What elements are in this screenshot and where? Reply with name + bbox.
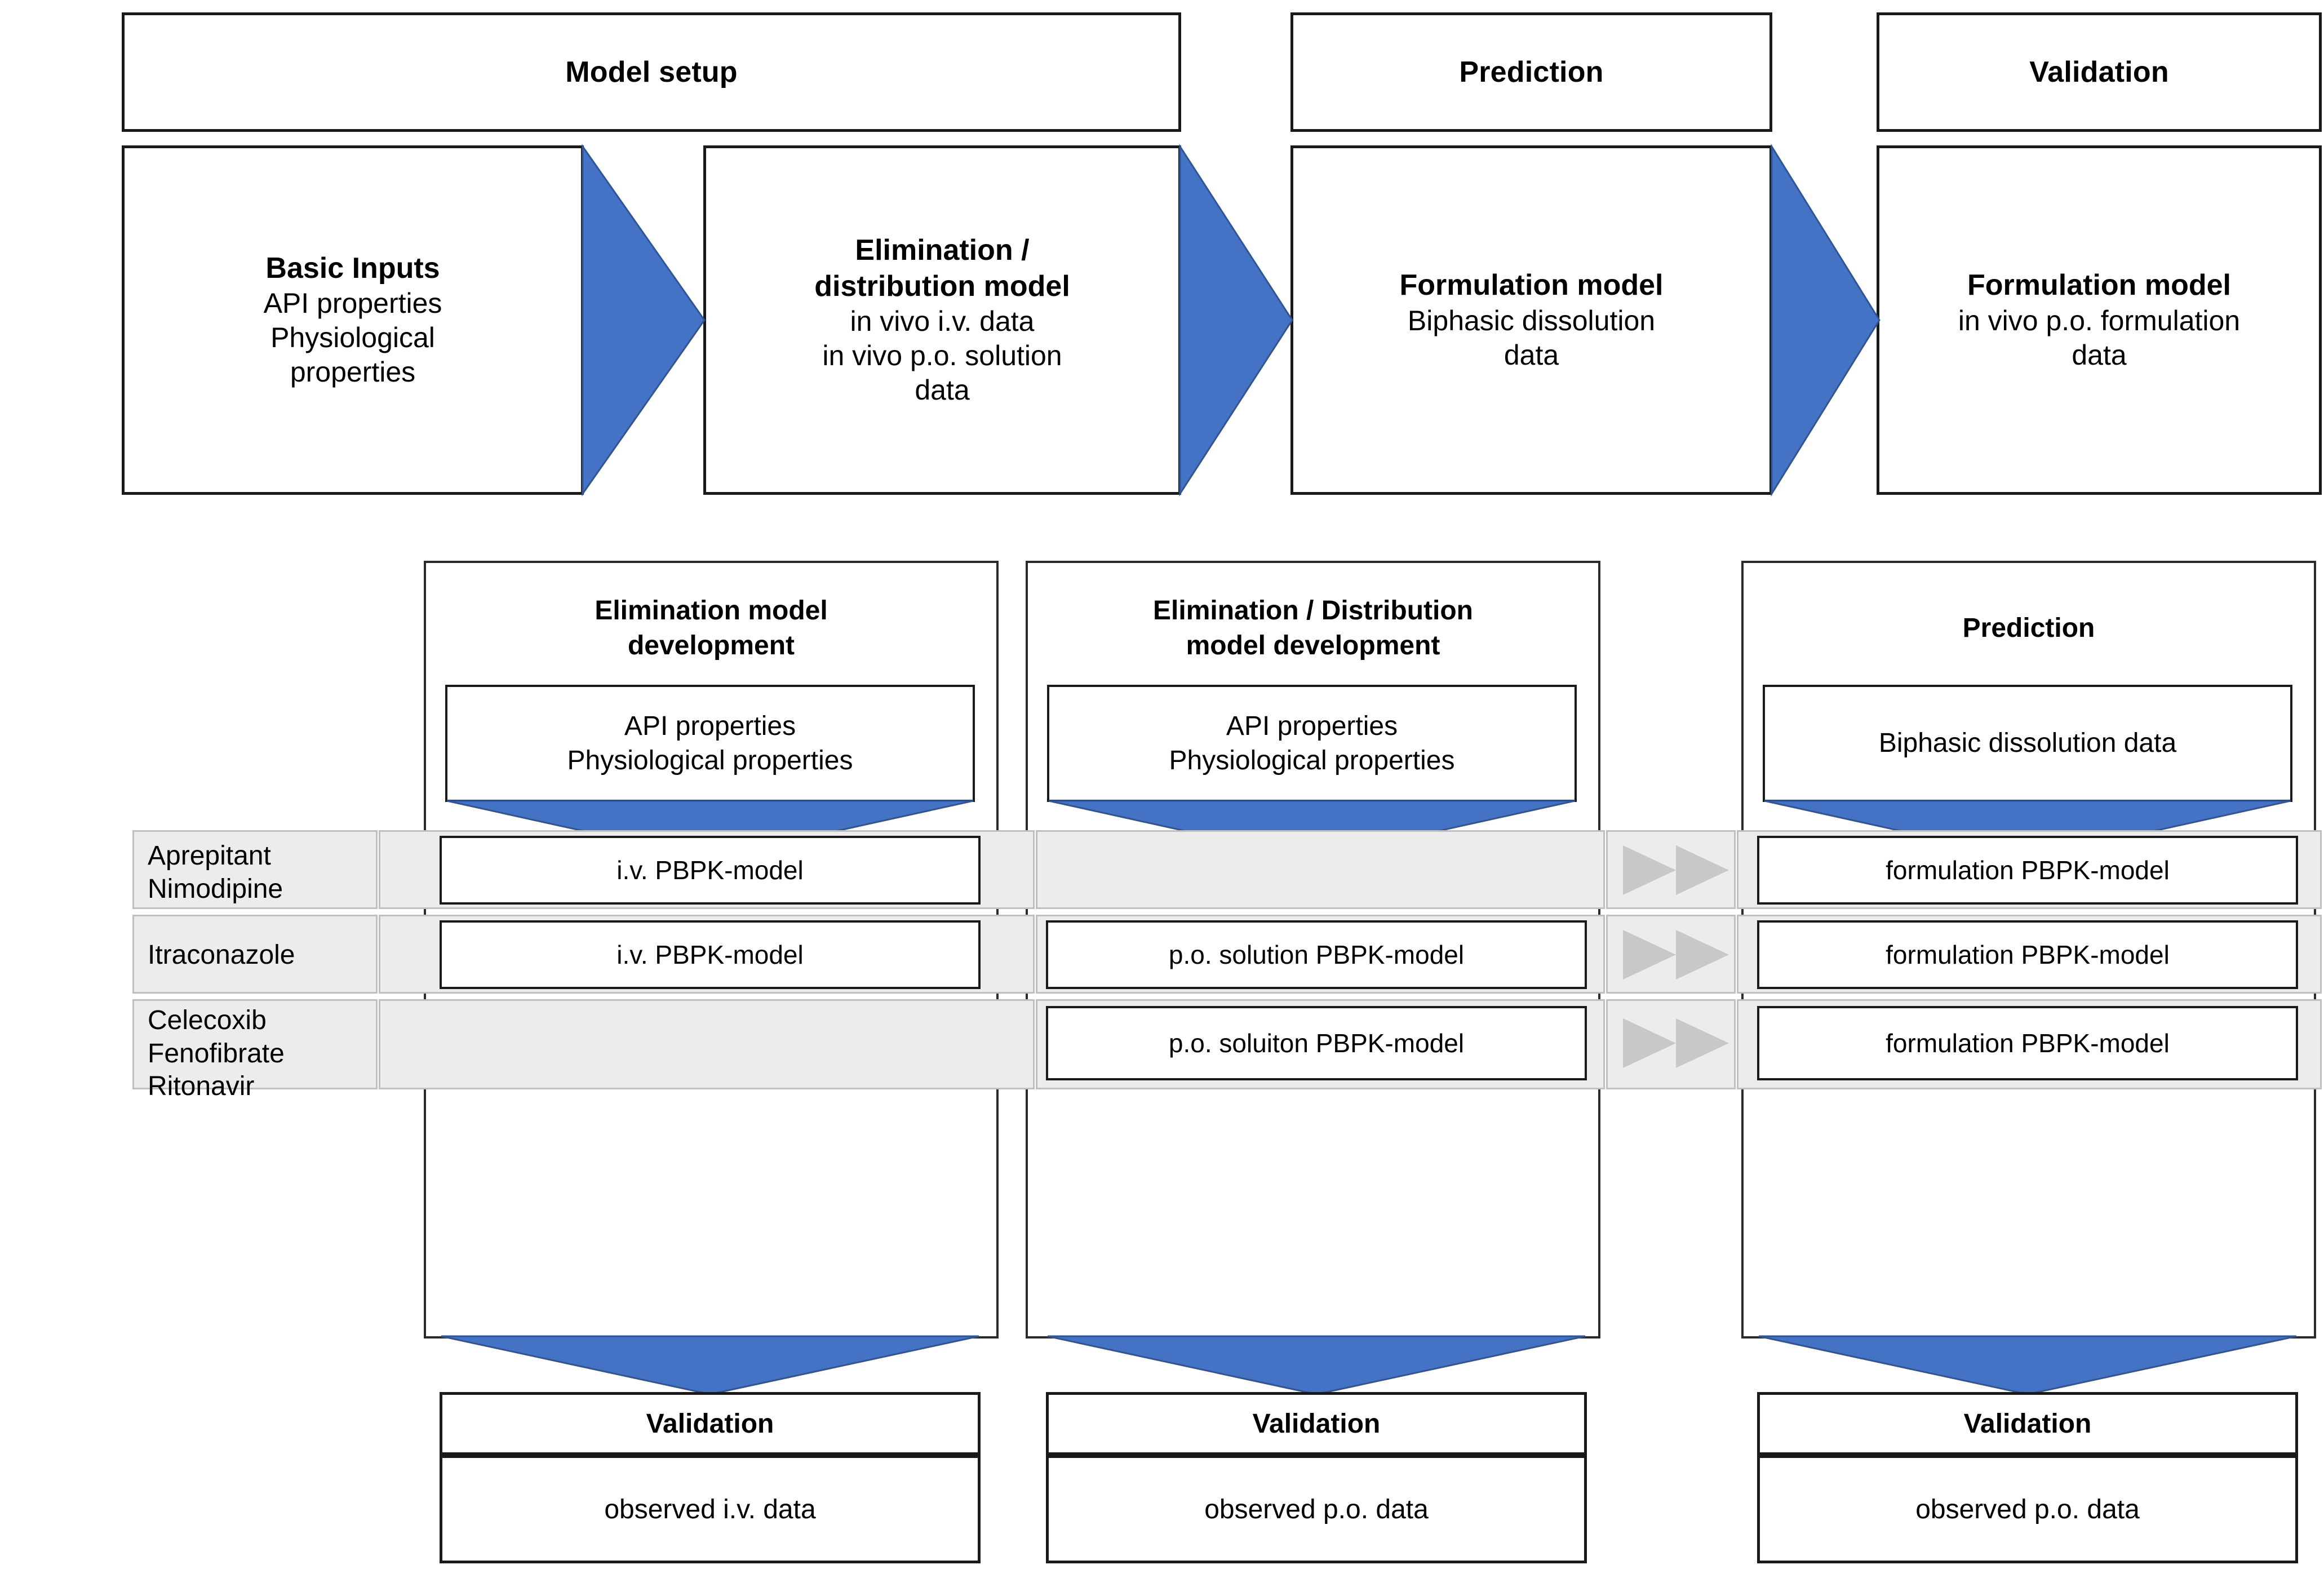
panel-a-step-elimination-distribution: Elimination / distribution model in vivo… xyxy=(703,145,1181,495)
panel-a-stage-header-prediction: Prediction xyxy=(1290,12,1772,132)
panel-b-validation-body-distribution: observed p.o. data xyxy=(1046,1455,1587,1563)
stage-header-label: Model setup xyxy=(565,56,738,88)
step-line: properties xyxy=(290,356,416,388)
validation-header-label: Validation xyxy=(1963,1408,2092,1439)
table-row-label-cell: Itraconazole xyxy=(132,915,378,994)
column-header-line: Elimination / Distribution xyxy=(1153,595,1473,626)
column-header-line: Elimination model xyxy=(595,595,828,626)
validation-body-label: observed p.o. data xyxy=(1204,1494,1429,1524)
panel-b-validation-header-elimination: Validation xyxy=(440,1392,981,1455)
double-chevron-right-icon xyxy=(1623,845,1729,895)
panel-b-validation-body-elimination: observed i.v. data xyxy=(440,1455,981,1563)
step-title: Basic Inputs xyxy=(265,251,440,285)
panel-b-validation-body-prediction: observed p.o. data xyxy=(1757,1455,2298,1563)
cell-label: i.v. PBPK-model xyxy=(617,856,804,885)
table-row-cell-distribution xyxy=(1036,830,1605,909)
table-cell-box-elimination: i.v. PBPK-model xyxy=(440,836,981,905)
input-line: API properties xyxy=(1226,711,1398,741)
right-arrow-icon xyxy=(582,144,706,497)
row-label-line: Celecoxib xyxy=(148,1005,267,1035)
input-line: Physiological properties xyxy=(567,746,853,775)
panel-b-input-box-prediction: Biphasic dissolution data xyxy=(1763,685,2292,802)
panel-b-validation-header-distribution: Validation xyxy=(1046,1392,1587,1455)
step-line: Biphasic dissolution xyxy=(1407,304,1656,336)
step-line: in vivo i.v. data xyxy=(850,305,1035,337)
down-arrow-icon xyxy=(1047,1335,1586,1395)
step-line: data xyxy=(1503,339,1559,371)
step-line: API properties xyxy=(263,287,442,320)
input-line: Biphasic dissolution data xyxy=(1878,728,2177,759)
table-cell-box-distribution: p.o. soluiton PBPK-model xyxy=(1046,1006,1587,1080)
panel-a-step-formulation-model-prediction: Formulation model Biphasic dissolution d… xyxy=(1290,145,1772,495)
validation-body-label: observed i.v. data xyxy=(604,1494,816,1524)
input-line: API properties xyxy=(624,711,796,741)
step-line: in vivo p.o. formulation xyxy=(1958,304,2241,336)
column-header-line: Prediction xyxy=(1962,613,2095,643)
down-arrow-icon xyxy=(441,1335,979,1395)
table-cell-box-prediction: formulation PBPK-model xyxy=(1757,836,2298,905)
row-label-line: Itraconazole xyxy=(148,940,295,970)
panel-b-input-box-elimination: API properties Physiological properties xyxy=(445,685,975,802)
panel-a-step-basic-inputs: Basic Inputs API properties Physiologica… xyxy=(122,145,584,495)
down-arrow-icon xyxy=(1764,800,2291,860)
row-label-line: Aprepitant xyxy=(148,841,271,871)
step-line: data xyxy=(2072,339,2127,371)
validation-header-label: Validation xyxy=(646,1408,774,1439)
step-line: data xyxy=(915,374,970,406)
validation-header-label: Validation xyxy=(1252,1408,1381,1439)
table-cell-box-prediction: formulation PBPK-model xyxy=(1757,1006,2298,1080)
table-row-label-cell: Celecoxib Fenofibrate Ritonavir xyxy=(132,999,378,1101)
step-title-line: Elimination / xyxy=(855,234,1030,267)
cell-label: formulation PBPK-model xyxy=(1886,1029,2170,1058)
step-title: Formulation model xyxy=(1399,269,1664,302)
panel-b-input-box-distribution: API properties Physiological properties xyxy=(1047,685,1577,802)
cell-label: formulation PBPK-model xyxy=(1886,940,2170,969)
table-cell-box-prediction: formulation PBPK-model xyxy=(1757,920,2298,989)
row-label-line: Ritonavir xyxy=(148,1071,255,1102)
panel-b-column-header-distribution: Elimination / Distribution model develop… xyxy=(1026,575,1600,682)
step-line: in vivo p.o. solution xyxy=(822,339,1062,371)
table-row-cell-elimination xyxy=(379,999,1035,1089)
down-arrow-icon xyxy=(446,800,974,860)
panel-a-stage-header-model-setup: Model setup xyxy=(122,12,1181,132)
table-row-label-cell: Aprepitant Nimodipine xyxy=(132,830,378,909)
cell-label: p.o. soluiton PBPK-model xyxy=(1168,1029,1465,1058)
panel-b-column-header-prediction: Prediction xyxy=(1741,575,2316,682)
column-header-line: development xyxy=(627,631,795,661)
panel-a-stage-header-validation: Validation xyxy=(1877,12,2322,132)
stage-header-label: Prediction xyxy=(1459,56,1604,88)
row-label-group: Itraconazole xyxy=(134,916,376,972)
input-line: Physiological properties xyxy=(1169,746,1455,775)
down-arrow-icon xyxy=(1048,800,1576,860)
panel-b-validation-header-prediction: Validation xyxy=(1757,1392,2298,1455)
column-header-line: model development xyxy=(1186,631,1440,661)
stage-header-label: Validation xyxy=(2029,56,2169,88)
cell-label: p.o. solution PBPK-model xyxy=(1168,940,1465,969)
row-label-group: Celecoxib Fenofibrate Ritonavir xyxy=(134,1001,376,1103)
cell-label: i.v. PBPK-model xyxy=(617,940,804,969)
panel-a-step-formulation-model-validation: Formulation model in vivo p.o. formulati… xyxy=(1877,145,2322,495)
right-arrow-icon xyxy=(1179,143,1293,497)
step-title-line: distribution model xyxy=(814,269,1070,303)
right-arrow-icon xyxy=(1771,143,1881,497)
cell-label: formulation PBPK-model xyxy=(1886,856,2170,885)
panel-b-column-header-elimination: Elimination model development xyxy=(424,575,999,682)
validation-body-label: observed p.o. data xyxy=(1915,1494,2140,1524)
row-label-line: Nimodipine xyxy=(148,874,283,904)
row-label-line: Fenofibrate xyxy=(148,1038,285,1069)
step-title: Formulation model xyxy=(1967,269,2231,302)
step-line: Physiological xyxy=(270,322,435,354)
table-cell-box-distribution: p.o. solution PBPK-model xyxy=(1046,920,1587,989)
row-label-group: Aprepitant Nimodipine xyxy=(134,832,376,906)
down-arrow-icon xyxy=(1758,1335,2297,1395)
table-cell-box-elimination: i.v. PBPK-model xyxy=(440,920,981,989)
double-chevron-right-icon xyxy=(1623,1018,1729,1068)
double-chevron-right-icon xyxy=(1623,930,1729,979)
